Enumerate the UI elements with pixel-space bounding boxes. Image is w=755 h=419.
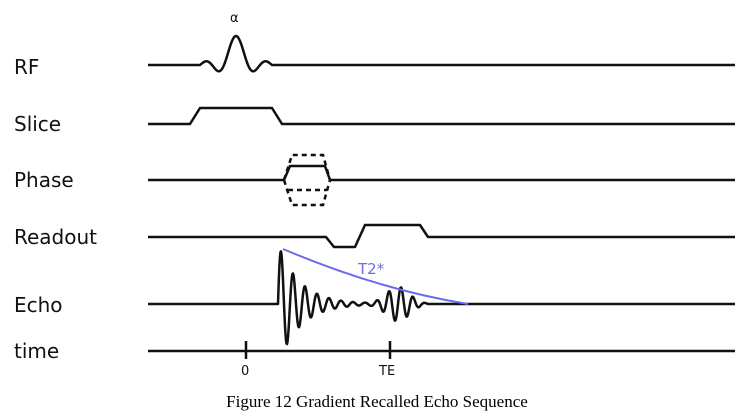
t2star-decay-curve [282,248,469,305]
row-label-phase: Phase [14,168,74,192]
row-label-echo: Echo [14,293,63,317]
flip-angle-label: α [230,11,239,26]
time-tick-te: TE [378,364,395,379]
t2star-label: T2* [357,260,385,278]
phase-gradient-line [148,164,735,182]
row-label-slice: Slice [14,112,61,136]
rf-pulse-line [148,34,735,73]
phase-encoding-steps [282,153,332,207]
time-tick-0: 0 [241,364,249,379]
echo-signal-line [148,250,735,346]
row-label-time: time [14,339,59,363]
row-label-readout: Readout [14,225,97,249]
slice-gradient-line [148,106,735,126]
readout-gradient-line [148,223,735,249]
row-label-rf: RF [14,55,39,79]
time-axis [148,341,735,359]
figure-caption: Figure 12 Gradient Recalled Echo Sequenc… [226,392,528,411]
